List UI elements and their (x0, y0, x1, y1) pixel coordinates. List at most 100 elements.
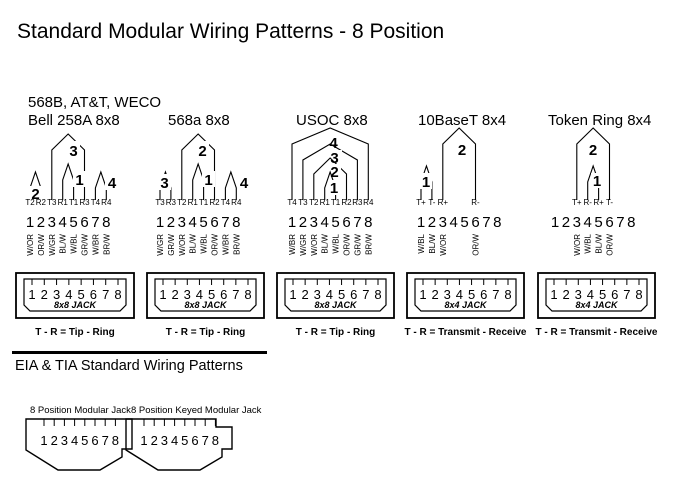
bottom-jack-number-0-1: 1 (40, 433, 47, 448)
pair-number-token-ring-1: 1 (593, 173, 601, 190)
pin-number-token-ring-2: 2 (562, 214, 570, 231)
jack-number-token-ring-8: 8 (635, 287, 642, 302)
pair-number-10baset-1: 2 (458, 142, 466, 159)
pair-number-bg-token-ring-1 (591, 173, 603, 188)
legend-568b: T - R = Tip - Ring (35, 327, 115, 338)
pair-number-bg-usoc-1 (327, 150, 342, 165)
jack-number-568a-5: 5 (208, 287, 215, 302)
color-code-token-ring-3: OR/W (606, 234, 615, 256)
pin-number-568b-6: 6 (80, 214, 88, 231)
bottom-section-title: EIA & TIA Standard Wiring Patterns (15, 358, 243, 374)
jack-label-568a: 8x8 JACK (184, 300, 228, 310)
pin-number-10baset-8: 8 (493, 214, 501, 231)
pair-bracket-token-ring-0 (576, 127, 611, 200)
color-code-token-ring-0: W/OR (573, 234, 582, 256)
pair-number-bg-568a-3 (237, 174, 251, 190)
pin-number-10baset-4: 4 (450, 214, 458, 231)
jack-number-568b-3: 3 (53, 287, 60, 302)
jack-number-10baset-1: 1 (419, 287, 426, 302)
pin-label-usoc-3: R1 (320, 198, 331, 207)
pin-number-568a-5: 5 (199, 214, 207, 231)
pin-label-usoc-0: T4 (287, 198, 297, 207)
pin-number-568b-2: 2 (37, 214, 45, 231)
jack-number-10baset-5: 5 (468, 287, 475, 302)
pin-number-token-ring-5: 5 (594, 214, 602, 231)
pin-label-568a-3: R1 (188, 198, 199, 207)
color-code-usoc-3: BL/W (321, 234, 330, 254)
color-code-10baset-3: OR/W (472, 234, 481, 256)
jack-outline-token-ring (537, 272, 656, 319)
color-code-token-ring-1: W/BL (584, 233, 593, 253)
jack-number-usoc-3: 3 (314, 287, 321, 302)
jack-number-568b-5: 5 (78, 287, 85, 302)
pin-number-usoc-1: 1 (288, 214, 296, 231)
jack-number-token-ring-7: 7 (623, 287, 630, 302)
pair-number-bg-568b-0 (29, 186, 42, 201)
jack-number-10baset-2: 2 (432, 287, 439, 302)
jack-number-568b-7: 7 (102, 287, 109, 302)
jack-number-568b-6: 6 (90, 287, 97, 302)
pair-bracket-568a-2 (192, 162, 205, 200)
panel-title-568b-line1: 568B, AT&T, WECO (28, 94, 162, 111)
jack-number-token-ring-4: 4 (587, 287, 594, 302)
color-code-568b-3: BL/W (59, 234, 68, 254)
pin-label-token-ring-2: R+ (593, 198, 604, 207)
pin-number-568b-4: 4 (59, 214, 67, 231)
section-divider (12, 351, 267, 354)
jack-number-568b-8: 8 (114, 287, 121, 302)
pin-label-568b-2: T3 (47, 198, 57, 207)
pair-number-568b-1: 3 (69, 143, 77, 160)
color-code-568a-7: BR/W (232, 234, 241, 255)
jack-number-568a-4: 4 (196, 287, 203, 302)
jack-number-usoc-4: 4 (326, 287, 333, 302)
pin-number-token-ring-4: 4 (584, 214, 592, 231)
pin-number-568a-4: 4 (189, 214, 197, 231)
color-code-10baset-0: W/BL (417, 233, 426, 253)
modular-jack-label: 8 Position Modular Jack (30, 405, 131, 416)
pin-number-usoc-3: 3 (310, 214, 318, 231)
pair-number-568b-2: 1 (75, 172, 83, 189)
jack-number-usoc-6: 6 (350, 287, 357, 302)
pin-number-568a-1: 1 (156, 214, 164, 231)
pin-label-10baset-0: T+ (416, 198, 426, 207)
jack-number-token-ring-3: 3 (575, 287, 582, 302)
pair-number-usoc-3: 1 (330, 180, 338, 197)
color-code-10baset-2: W/OR (439, 234, 448, 256)
pin-number-568b-3: 3 (48, 214, 56, 231)
pin-number-10baset-7: 7 (482, 214, 490, 231)
bottom-jack-number-0-3: 3 (61, 433, 68, 448)
jack-number-568b-2: 2 (41, 287, 48, 302)
bottom-jack-number-1-4: 4 (171, 433, 178, 448)
pin-number-token-ring-8: 8 (627, 214, 635, 231)
pin-label-568b-1: R2 (36, 198, 47, 207)
pin-number-10baset-1: 1 (417, 214, 425, 231)
jack-number-568a-1: 1 (159, 287, 166, 302)
pair-number-568a-1: 2 (198, 143, 206, 160)
bottom-jack-number-0-8: 8 (112, 433, 119, 448)
pin-number-10baset-3: 3 (439, 214, 447, 231)
color-code-568a-0: W/GR (156, 234, 165, 256)
pin-label-token-ring-0: T+ (572, 198, 582, 207)
pair-number-568b-0: 2 (31, 186, 39, 203)
color-code-usoc-6: GR/W (353, 234, 362, 256)
pin-number-usoc-4: 4 (321, 214, 329, 231)
pin-label-usoc-7: R4 (363, 198, 374, 207)
jack-number-token-ring-6: 6 (611, 287, 618, 302)
pin-label-568a-2: T2 (177, 198, 187, 207)
pair-number-bg-usoc-0 (326, 134, 341, 150)
pin-number-10baset-5: 5 (460, 214, 468, 231)
pin-label-568b-7: R4 (101, 198, 112, 207)
color-code-568b-1: OR/W (37, 234, 46, 256)
bottom-jack-number-0-6: 6 (91, 433, 98, 448)
jack-inner-568a (154, 278, 257, 312)
jack-number-10baset-7: 7 (492, 287, 499, 302)
color-code-568b-4: W/BL (70, 233, 79, 253)
pin-label-usoc-5: R2 (341, 198, 352, 207)
pair-number-bg-10baset-0 (420, 173, 432, 189)
jack-number-568a-8: 8 (244, 287, 251, 302)
pin-number-568b-5: 5 (69, 214, 77, 231)
legend-10baset: T - R = Transmit - Receive (405, 327, 527, 338)
jack-number-10baset-3: 3 (444, 287, 451, 302)
pin-label-568a-7: R4 (231, 198, 242, 207)
jack-number-568b-4: 4 (65, 287, 72, 302)
